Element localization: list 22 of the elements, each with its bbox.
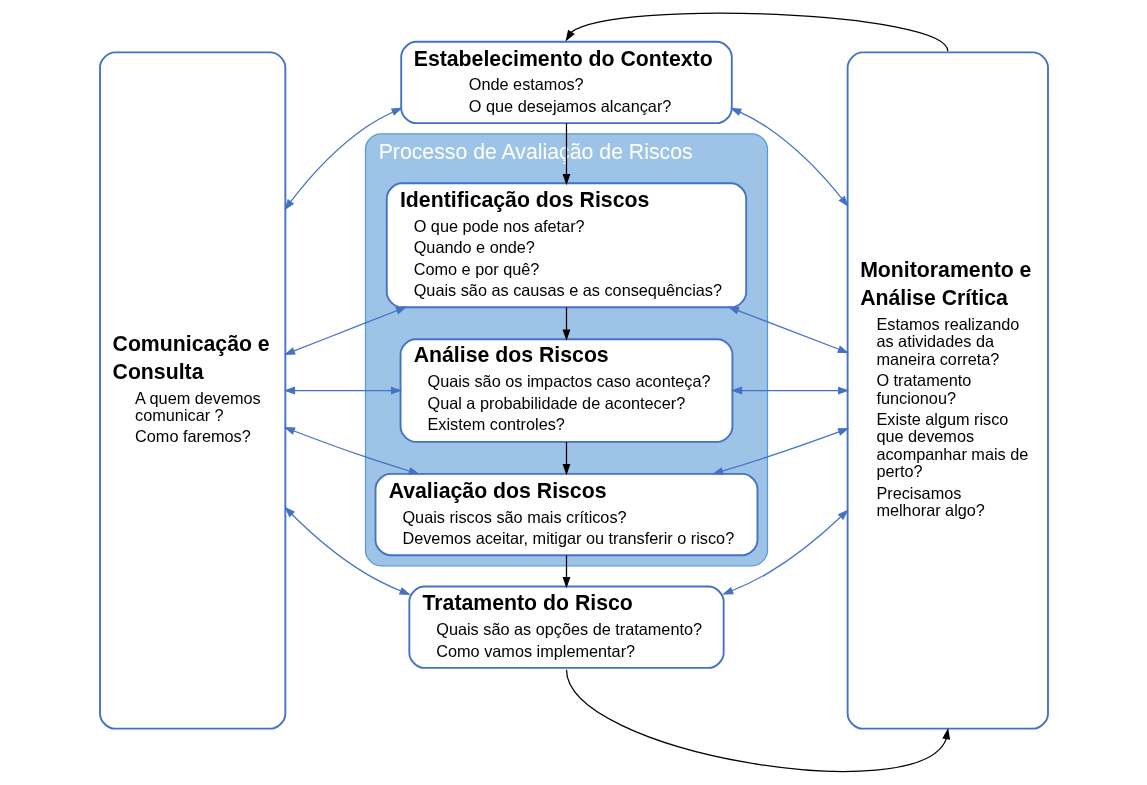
node-box: Análise dos Riscos Quais são os impactos caso aconteça? Qual a probabilidade de acontecer? Existem controles? bbox=[399, 338, 733, 443]
arrow bbox=[730, 386, 849, 395]
arrow bbox=[565, 12, 948, 52]
node-box: Identificação dos Riscos O que pode nos afetar? Quando e onde? Como e por quê? Quais são as causas e as consequências? bbox=[385, 182, 747, 309]
arrow bbox=[711, 428, 849, 475]
node-box: Monitoramento e Análise Crítica Estamos realizando as atividades da maneira correta? O tratamento funcionou? Existe algum risco que devemos acompanhar mais de perto? Precisamos melhorar algo? bbox=[846, 51, 1049, 730]
arrow bbox=[562, 441, 570, 476]
node-box: Comunicação e Consulta A quem devemos comunicar ? Como faremos? bbox=[98, 51, 286, 730]
arrow bbox=[562, 306, 570, 341]
node-box: Avaliação dos Riscos Quais riscos são mais críticos? Devemos aceitar, mitigar ou transferir o risco? bbox=[374, 472, 758, 557]
arrow bbox=[283, 506, 411, 596]
arrow bbox=[565, 669, 950, 773]
arrow bbox=[283, 107, 403, 211]
node-box: Tratamento do Risco Quais são as opções de tratamento? Como vamos implementar? bbox=[407, 585, 725, 669]
arrow bbox=[283, 427, 420, 475]
node-box: Estabelecimento do Contexto Onde estamos? O que desejamos alcançar? bbox=[399, 40, 733, 125]
arrow bbox=[283, 306, 407, 355]
arrow bbox=[283, 386, 402, 395]
arrow bbox=[562, 554, 570, 589]
arrow bbox=[721, 509, 849, 595]
arrow bbox=[729, 107, 849, 208]
arrow bbox=[727, 306, 849, 354]
